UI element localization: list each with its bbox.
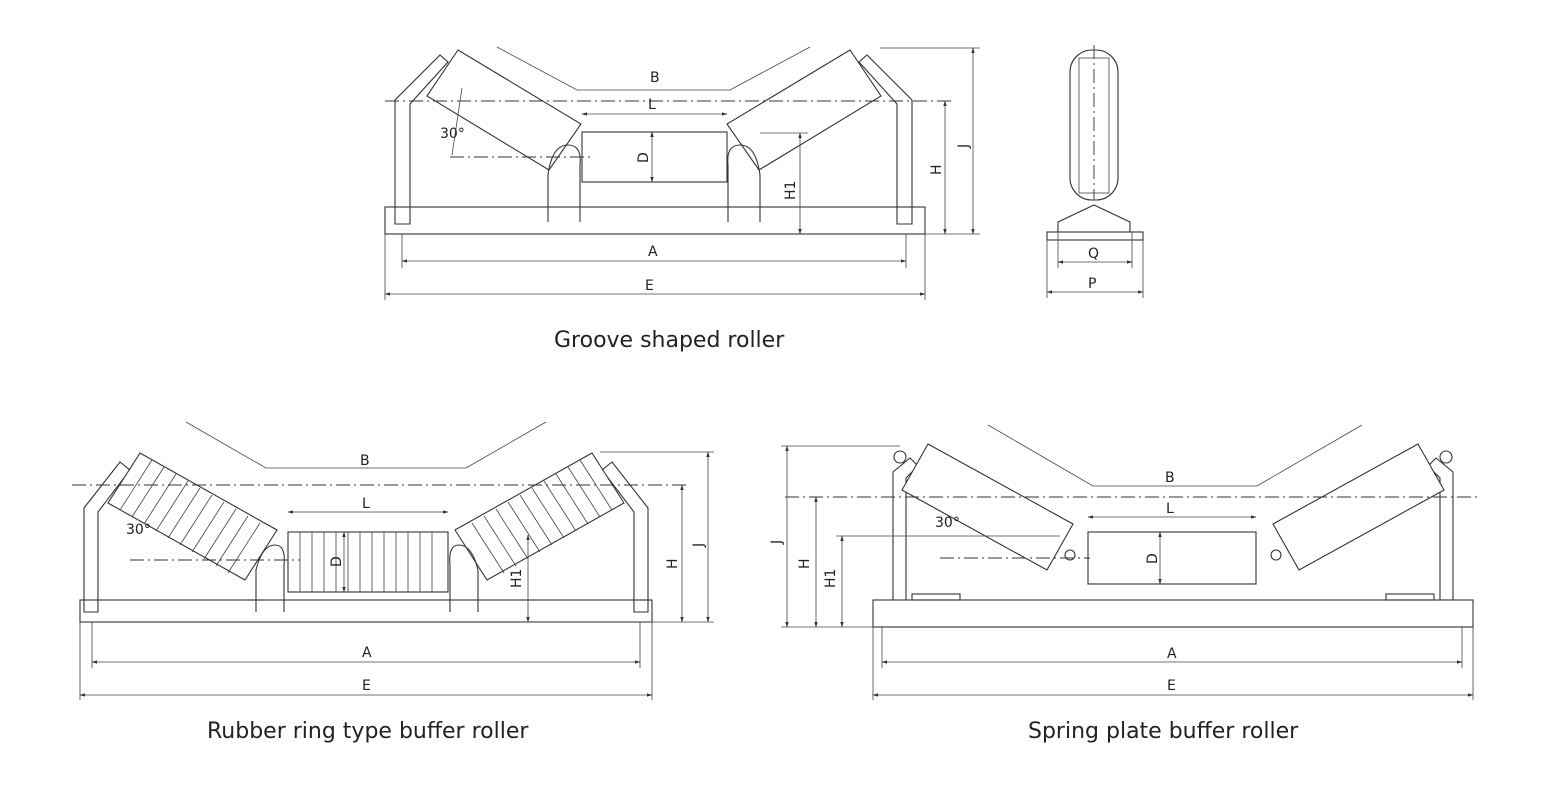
rubber-right-roller	[454, 452, 625, 581]
side-base	[1046, 231, 1144, 241]
groove-base-plate	[384, 206, 926, 235]
rubber-label-angle: 30°	[126, 522, 151, 538]
spring-roller-front-view: B L D J H H1 A E 30°	[769, 424, 1480, 700]
groove-label-E: E	[645, 278, 654, 294]
rubber-center-roller	[287, 531, 449, 593]
caption-spring: Spring plate buffer roller	[1028, 719, 1299, 744]
rubber-center-rings	[299, 532, 433, 592]
spring-label-L: L	[1166, 501, 1174, 517]
groove-label-B: B	[650, 70, 660, 86]
rubber-label-E: E	[362, 678, 371, 694]
groove-left-bracket	[394, 54, 449, 225]
caption-rubber: Rubber ring type buffer roller	[207, 719, 529, 744]
rubber-label-L: L	[362, 496, 370, 512]
rubber-label-J: J	[691, 543, 707, 548]
rubber-left-roller	[107, 452, 278, 581]
rubber-label-A: A	[362, 645, 372, 661]
spring-left-bracket	[892, 457, 919, 600]
spring-label-D: D	[1145, 553, 1161, 564]
spring-label-B: B	[1165, 470, 1175, 486]
spring-foot-right	[1385, 593, 1435, 601]
groove-label-J: J	[956, 144, 972, 149]
rubber-label-H1: H1	[509, 569, 525, 588]
caption-groove: Groove shaped roller	[554, 328, 785, 353]
groove-label-H: H	[929, 164, 945, 175]
groove-dim-B-line	[496, 46, 811, 91]
spring-label-H1: H1	[823, 569, 839, 588]
rubber-roller-front-view: B L D H1 H J A E 30°	[72, 421, 714, 700]
spring-label-angle: 30°	[935, 515, 960, 531]
spring-label-E: E	[1167, 678, 1176, 694]
spring-foot-left	[911, 593, 961, 601]
rubber-left-rings	[119, 459, 261, 574]
spring-bolt-right	[1439, 450, 1453, 464]
spring-center-roller	[1087, 531, 1257, 585]
spring-base-plate	[872, 599, 1474, 628]
spring-bolt-left	[893, 450, 907, 464]
spring-left-roller	[901, 443, 1074, 571]
groove-angle-arc	[451, 87, 463, 156]
spring-right-bracket	[1427, 457, 1454, 600]
spring-right-roller	[1272, 443, 1445, 571]
rubber-label-B: B	[360, 453, 370, 469]
spring-plate-left	[1064, 549, 1076, 561]
groove-right-roller	[726, 49, 882, 171]
spring-plate-right	[1270, 549, 1282, 561]
rubber-right-rings	[471, 459, 613, 574]
groove-right-bracket	[858, 54, 913, 225]
rubber-label-D: D	[329, 556, 345, 567]
groove-inner-bracket-left	[547, 144, 581, 222]
side-bracket	[1057, 204, 1131, 233]
groove-roller-side-view: Q P	[1046, 45, 1144, 298]
groove-inner-bracket-right	[727, 144, 761, 222]
rubber-inner-bracket-left	[255, 544, 285, 612]
rubber-label-H: H	[665, 558, 681, 569]
groove-label-L: L	[648, 97, 656, 113]
rubber-base-plate	[79, 599, 653, 623]
groove-label-A: A	[648, 244, 658, 260]
groove-left-roller	[426, 49, 582, 171]
spring-label-A: A	[1167, 646, 1177, 662]
rubber-inner-bracket-right	[449, 544, 479, 612]
spring-label-H: H	[797, 558, 813, 569]
side-label-Q: Q	[1088, 246, 1099, 262]
groove-center-roller	[581, 131, 728, 183]
spring-dim-B-line	[987, 424, 1363, 487]
rubber-dim-B-line	[185, 421, 547, 469]
spring-label-J: J	[769, 540, 785, 545]
groove-label-H1: H1	[783, 181, 799, 200]
groove-roller-front-view: B L D H1 H J A E 30°	[384, 46, 980, 300]
groove-label-angle: 30°	[440, 126, 465, 142]
side-label-P: P	[1088, 276, 1096, 292]
groove-label-D: D	[636, 152, 652, 163]
